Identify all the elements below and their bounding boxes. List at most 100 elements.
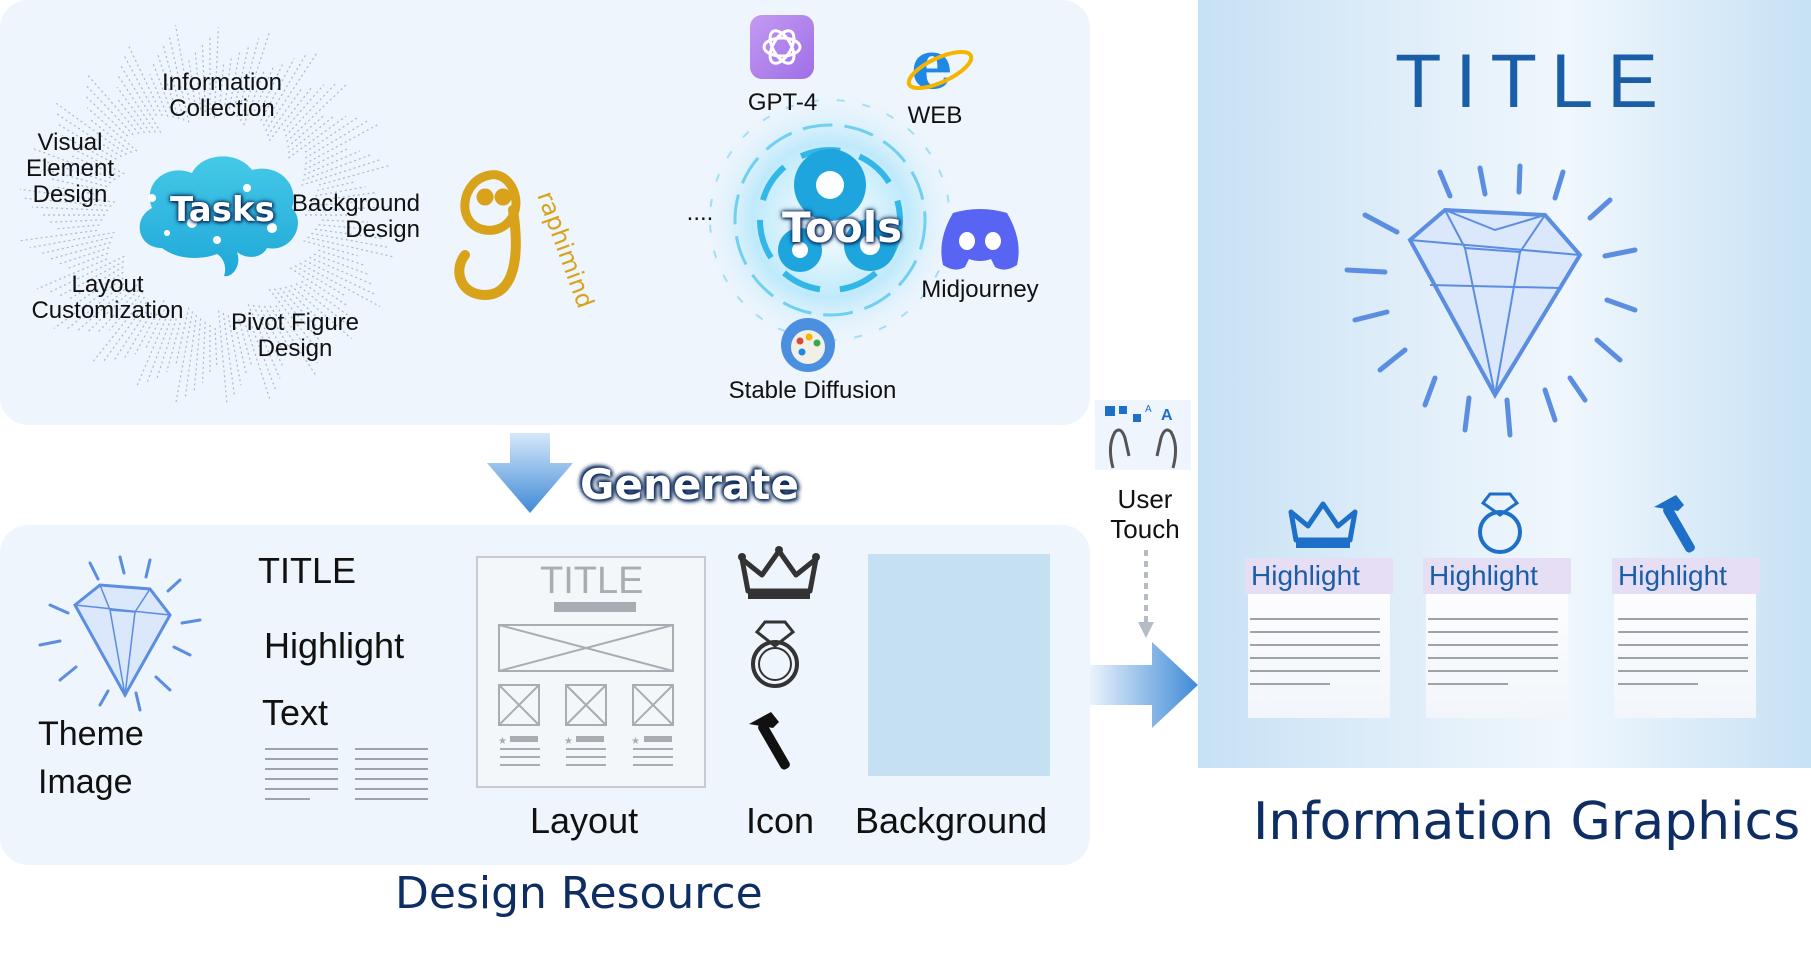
burst-ray [268, 288, 320, 353]
burst-ray [87, 280, 142, 333]
burst-ray [238, 318, 253, 367]
burst-ray [253, 65, 275, 112]
burst-ray [79, 271, 124, 302]
information-graphics-caption: Information Graphics [1253, 792, 1801, 852]
burst-ray [232, 317, 248, 376]
burst-ray [65, 145, 125, 175]
burst-ray [193, 318, 202, 391]
burst-ray [275, 305, 319, 364]
task-pivot-figure-design: Pivot Figure Design [230, 309, 360, 362]
infographic-ring-icon [1478, 492, 1522, 554]
burst-ray [318, 164, 391, 186]
burst-ray [315, 186, 366, 197]
discord-icon [941, 209, 1019, 270]
user-touch-icon: AA [1095, 400, 1191, 470]
svg-text:A: A [1161, 407, 1173, 424]
burst-ray [116, 97, 146, 134]
burst-ray [214, 327, 218, 367]
infographic-diamond-image [1344, 163, 1638, 438]
burst-ray [227, 315, 242, 386]
burst-ray [174, 24, 191, 105]
tool-gpt4-label: GPT-4 [747, 89, 818, 116]
infographic-highlight-2: Highlight [1423, 558, 1571, 594]
burst-ray [240, 33, 270, 122]
burst-ray [287, 114, 325, 148]
burst-ray [219, 64, 225, 102]
burst-ray [58, 260, 124, 298]
burst-ray [287, 114, 336, 154]
task-layout-customization: Layout Customization [31, 271, 184, 324]
layout-title-text: TITLE [540, 560, 644, 602]
burst-ray [20, 188, 115, 203]
burst-ray [310, 198, 384, 207]
layout-label: Layout [530, 800, 639, 841]
burst-ray [56, 224, 100, 230]
burst-ray [313, 253, 369, 275]
hammer-icon [749, 712, 790, 770]
web-browser-icon: e [906, 30, 974, 100]
burst-ray [294, 265, 345, 296]
burst-ray [289, 267, 348, 306]
burst-ray [302, 154, 371, 181]
burst-ray [286, 83, 348, 143]
burst-ray [213, 27, 220, 119]
gpt4-icon [750, 15, 814, 79]
burst-ray [288, 115, 347, 159]
svg-text:A: A [1145, 404, 1152, 415]
burst-ray [20, 229, 98, 242]
resource-title-sample: TITLE [258, 550, 357, 591]
burst-ray [156, 318, 177, 378]
infographic-text-lines-2 [1428, 618, 1558, 688]
tasks-label: Tasks [170, 190, 275, 230]
burst-ray [85, 85, 134, 136]
tools-ellipsis: .... [686, 199, 714, 226]
burst-ray [86, 73, 140, 135]
burst-ray [269, 305, 316, 375]
burst-ray [175, 311, 194, 405]
layout-wireframe: TITLE ★★★ [476, 556, 706, 788]
resource-text-sample: Text [262, 692, 329, 733]
infographic-title: TITLE [1395, 39, 1672, 124]
burst-ray [162, 44, 185, 121]
burst-ray [218, 310, 228, 404]
burst-ray [301, 159, 381, 186]
burst-ray [102, 302, 148, 363]
burst-ray [224, 57, 232, 106]
infographic-hammer-icon [1654, 495, 1695, 553]
tools-ring-graphic [700, 90, 960, 350]
burst-ray [249, 321, 276, 390]
text-lines-sample [265, 748, 430, 810]
tool-midjourney-label: Midjourney [921, 276, 1039, 303]
burst-ray [58, 247, 110, 265]
task-visual-element-design: Visual Element Design [25, 129, 115, 208]
burst-ray [312, 192, 375, 202]
palette-icon [781, 318, 835, 372]
burst-ray [61, 134, 112, 163]
burst-ray [98, 286, 143, 332]
burst-ray [123, 54, 157, 116]
burst-ray [53, 277, 124, 329]
burst-ray [304, 260, 377, 296]
burst-ray [157, 54, 180, 120]
burst-ray [48, 219, 103, 223]
burst-ray [113, 307, 150, 361]
svg-text:★: ★ [564, 736, 573, 747]
theme-diamond-image [38, 555, 202, 712]
burst-ray [311, 232, 390, 249]
burst-ray [108, 291, 144, 331]
burst-ray [262, 55, 306, 127]
result-right-arrow [1090, 642, 1198, 728]
burst-ray [317, 181, 357, 192]
burst-ray [43, 168, 108, 188]
generate-label: Generate [580, 460, 799, 509]
burst-ray [144, 304, 168, 351]
burst-ray [274, 288, 321, 342]
generate-down-arrow [487, 433, 573, 513]
burst-ray [299, 262, 381, 307]
burst-ray [290, 284, 352, 340]
burst-ray [124, 312, 153, 358]
burst-ray [243, 320, 271, 400]
burst-ray [168, 34, 190, 123]
icon-label: Icon [746, 800, 815, 841]
task-background-design: Background Design [291, 190, 420, 243]
